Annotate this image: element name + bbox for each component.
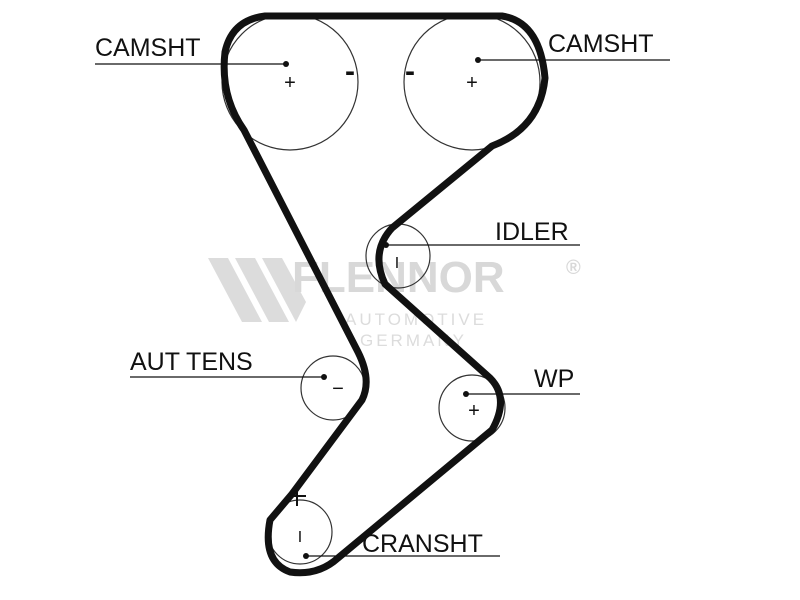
label-camshaft-left: CAMSHT [95, 34, 201, 62]
water-pump-pulley [438, 374, 506, 442]
label-camshaft-right: CAMSHT [548, 30, 654, 58]
label-auto-tensioner: AUT TENS [130, 348, 253, 376]
camshaft-right-center-mark: + [466, 72, 478, 94]
watermark-registered: ® [566, 257, 581, 279]
timing-belt [220, 12, 549, 577]
auto-tensioner-mark: − [332, 378, 344, 400]
crankshaft-mark: I [298, 529, 302, 546]
flennor-logo-icon [208, 258, 306, 322]
camshaft-left-center-mark: + [284, 72, 296, 94]
watermark-line1: AUTOMOTIVE [345, 310, 487, 329]
water-pump-mark: + [468, 400, 480, 422]
label-idler: IDLER [495, 218, 569, 246]
idler-mark: I [395, 255, 399, 272]
camshaft-left-side-mark: - [345, 55, 355, 88]
crankshaft-timing-mark [288, 484, 306, 506]
label-crankshaft: CRANSHT [362, 530, 483, 558]
camshaft-right-side-mark: - [405, 55, 415, 88]
label-water-pump: WP [534, 365, 574, 393]
